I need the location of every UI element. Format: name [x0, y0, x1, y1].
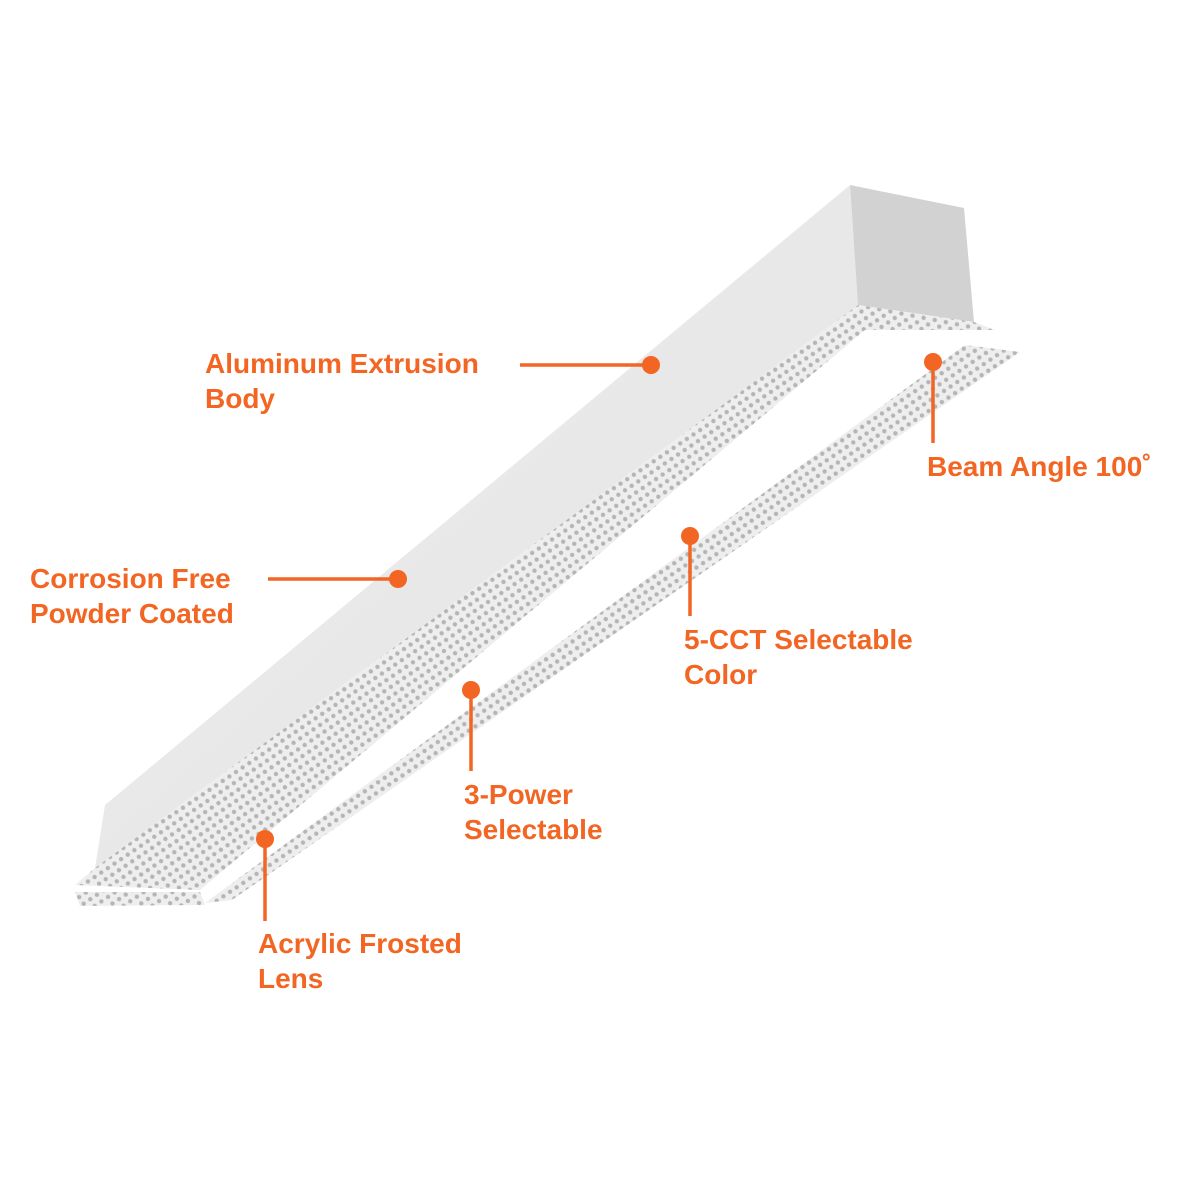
callout-beam: Beam Angle 100˚ — [927, 449, 1152, 484]
lens-dot — [256, 830, 274, 848]
power-dot — [462, 681, 480, 699]
callout-line: Acrylic Frosted — [258, 928, 462, 959]
cct-dot — [681, 527, 699, 545]
callout-line: Selectable — [464, 814, 603, 845]
callout-line: Color — [684, 659, 758, 690]
beam-dot — [924, 353, 942, 371]
lens-strip — [205, 345, 1020, 903]
callout-line: Powder Coated — [30, 598, 234, 629]
callout-line: 5-CCT Selectable — [684, 624, 913, 655]
end-flange — [75, 892, 205, 906]
body-flange — [75, 305, 995, 890]
corrosion-dot — [389, 570, 407, 588]
callout-line: Lens — [258, 963, 324, 994]
extrusion-end-face — [850, 185, 974, 322]
callout-line: Beam Angle 100˚ — [927, 451, 1152, 482]
callout-line: Body — [205, 383, 275, 414]
callout-cct: 5-CCT Selectable Color — [684, 622, 913, 692]
extrusion-body — [95, 185, 858, 868]
callout-line: Aluminum Extrusion — [205, 348, 479, 379]
callout-corrosion: Corrosion Free Powder Coated — [30, 561, 234, 631]
callout-line: 3-Power — [464, 779, 573, 810]
callout-line: Corrosion Free — [30, 563, 231, 594]
aluminum-dot — [642, 356, 660, 374]
callout-aluminum: Aluminum Extrusion Body — [205, 346, 479, 416]
callout-power: 3-Power Selectable — [464, 777, 603, 847]
callout-lens: Acrylic Frosted Lens — [258, 926, 462, 996]
